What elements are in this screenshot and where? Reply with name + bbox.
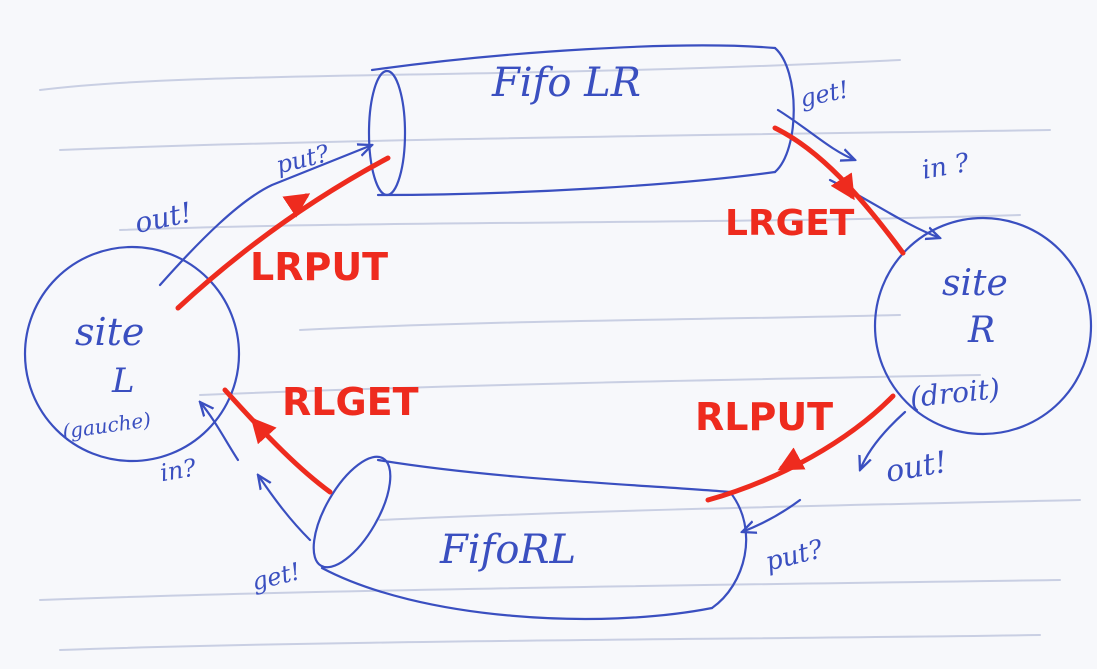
get-lr-arrow: [776, 108, 855, 160]
in-l-arrow: [200, 402, 240, 462]
out-r-arrow: [860, 410, 907, 470]
transition-arrows: [175, 125, 906, 503]
site-l-id: L: [111, 361, 135, 401]
lrget-label: LRGET: [725, 203, 855, 244]
port-arrows: [158, 108, 940, 542]
put-rl-arrow: [742, 498, 802, 532]
rlget-label: RLGET: [282, 380, 419, 424]
fifo-lr-right-cap: [773, 46, 795, 174]
rlput-label: RLPUT: [695, 395, 833, 439]
site-l-circle: [23, 245, 241, 463]
fifo-rl-left-cap: [312, 455, 392, 569]
site-l-node[interactable]: site L (gauche): [23, 245, 241, 463]
lrput-arrow: [175, 155, 391, 311]
fifo-rl-label: FifoRL: [439, 527, 576, 573]
fifo-lr-label: Fifo LR: [491, 60, 641, 106]
put-lr-label: put?: [273, 139, 332, 179]
background-writing: [39, 59, 1081, 651]
site-r-subtitle: (droit): [908, 372, 1001, 414]
site-l-label: site: [75, 310, 144, 354]
put-rl-label: put?: [763, 534, 827, 577]
in-r-label: in ?: [920, 148, 973, 186]
get-rl-arrow: [258, 475, 312, 542]
site-r-label: site: [942, 263, 1008, 304]
out-l-label: out!: [132, 196, 195, 240]
fifo-rl-node[interactable]: FifoRL: [298, 445, 748, 621]
fifo-lr-node[interactable]: Fifo LR: [367, 44, 795, 197]
in-l-label: in?: [158, 453, 198, 487]
out-l-to-put-lr-arrow: [158, 145, 372, 287]
out-r-label: out!: [883, 445, 950, 490]
fifo-rl-right-cap: [710, 490, 748, 610]
site-r-id: R: [967, 310, 995, 351]
rlget-arrow: [222, 387, 333, 495]
lrput-label: LRPUT: [250, 245, 388, 289]
site-r-circle: [873, 216, 1093, 436]
fifo-lr-left-cap: [367, 69, 407, 197]
site-l-subtitle: (gauche): [61, 407, 153, 443]
get-rl-label: get!: [249, 557, 303, 596]
site-r-node[interactable]: site R (droit): [873, 216, 1093, 436]
rlput-arrow: [705, 393, 896, 503]
get-lr-label: get!: [798, 75, 852, 113]
